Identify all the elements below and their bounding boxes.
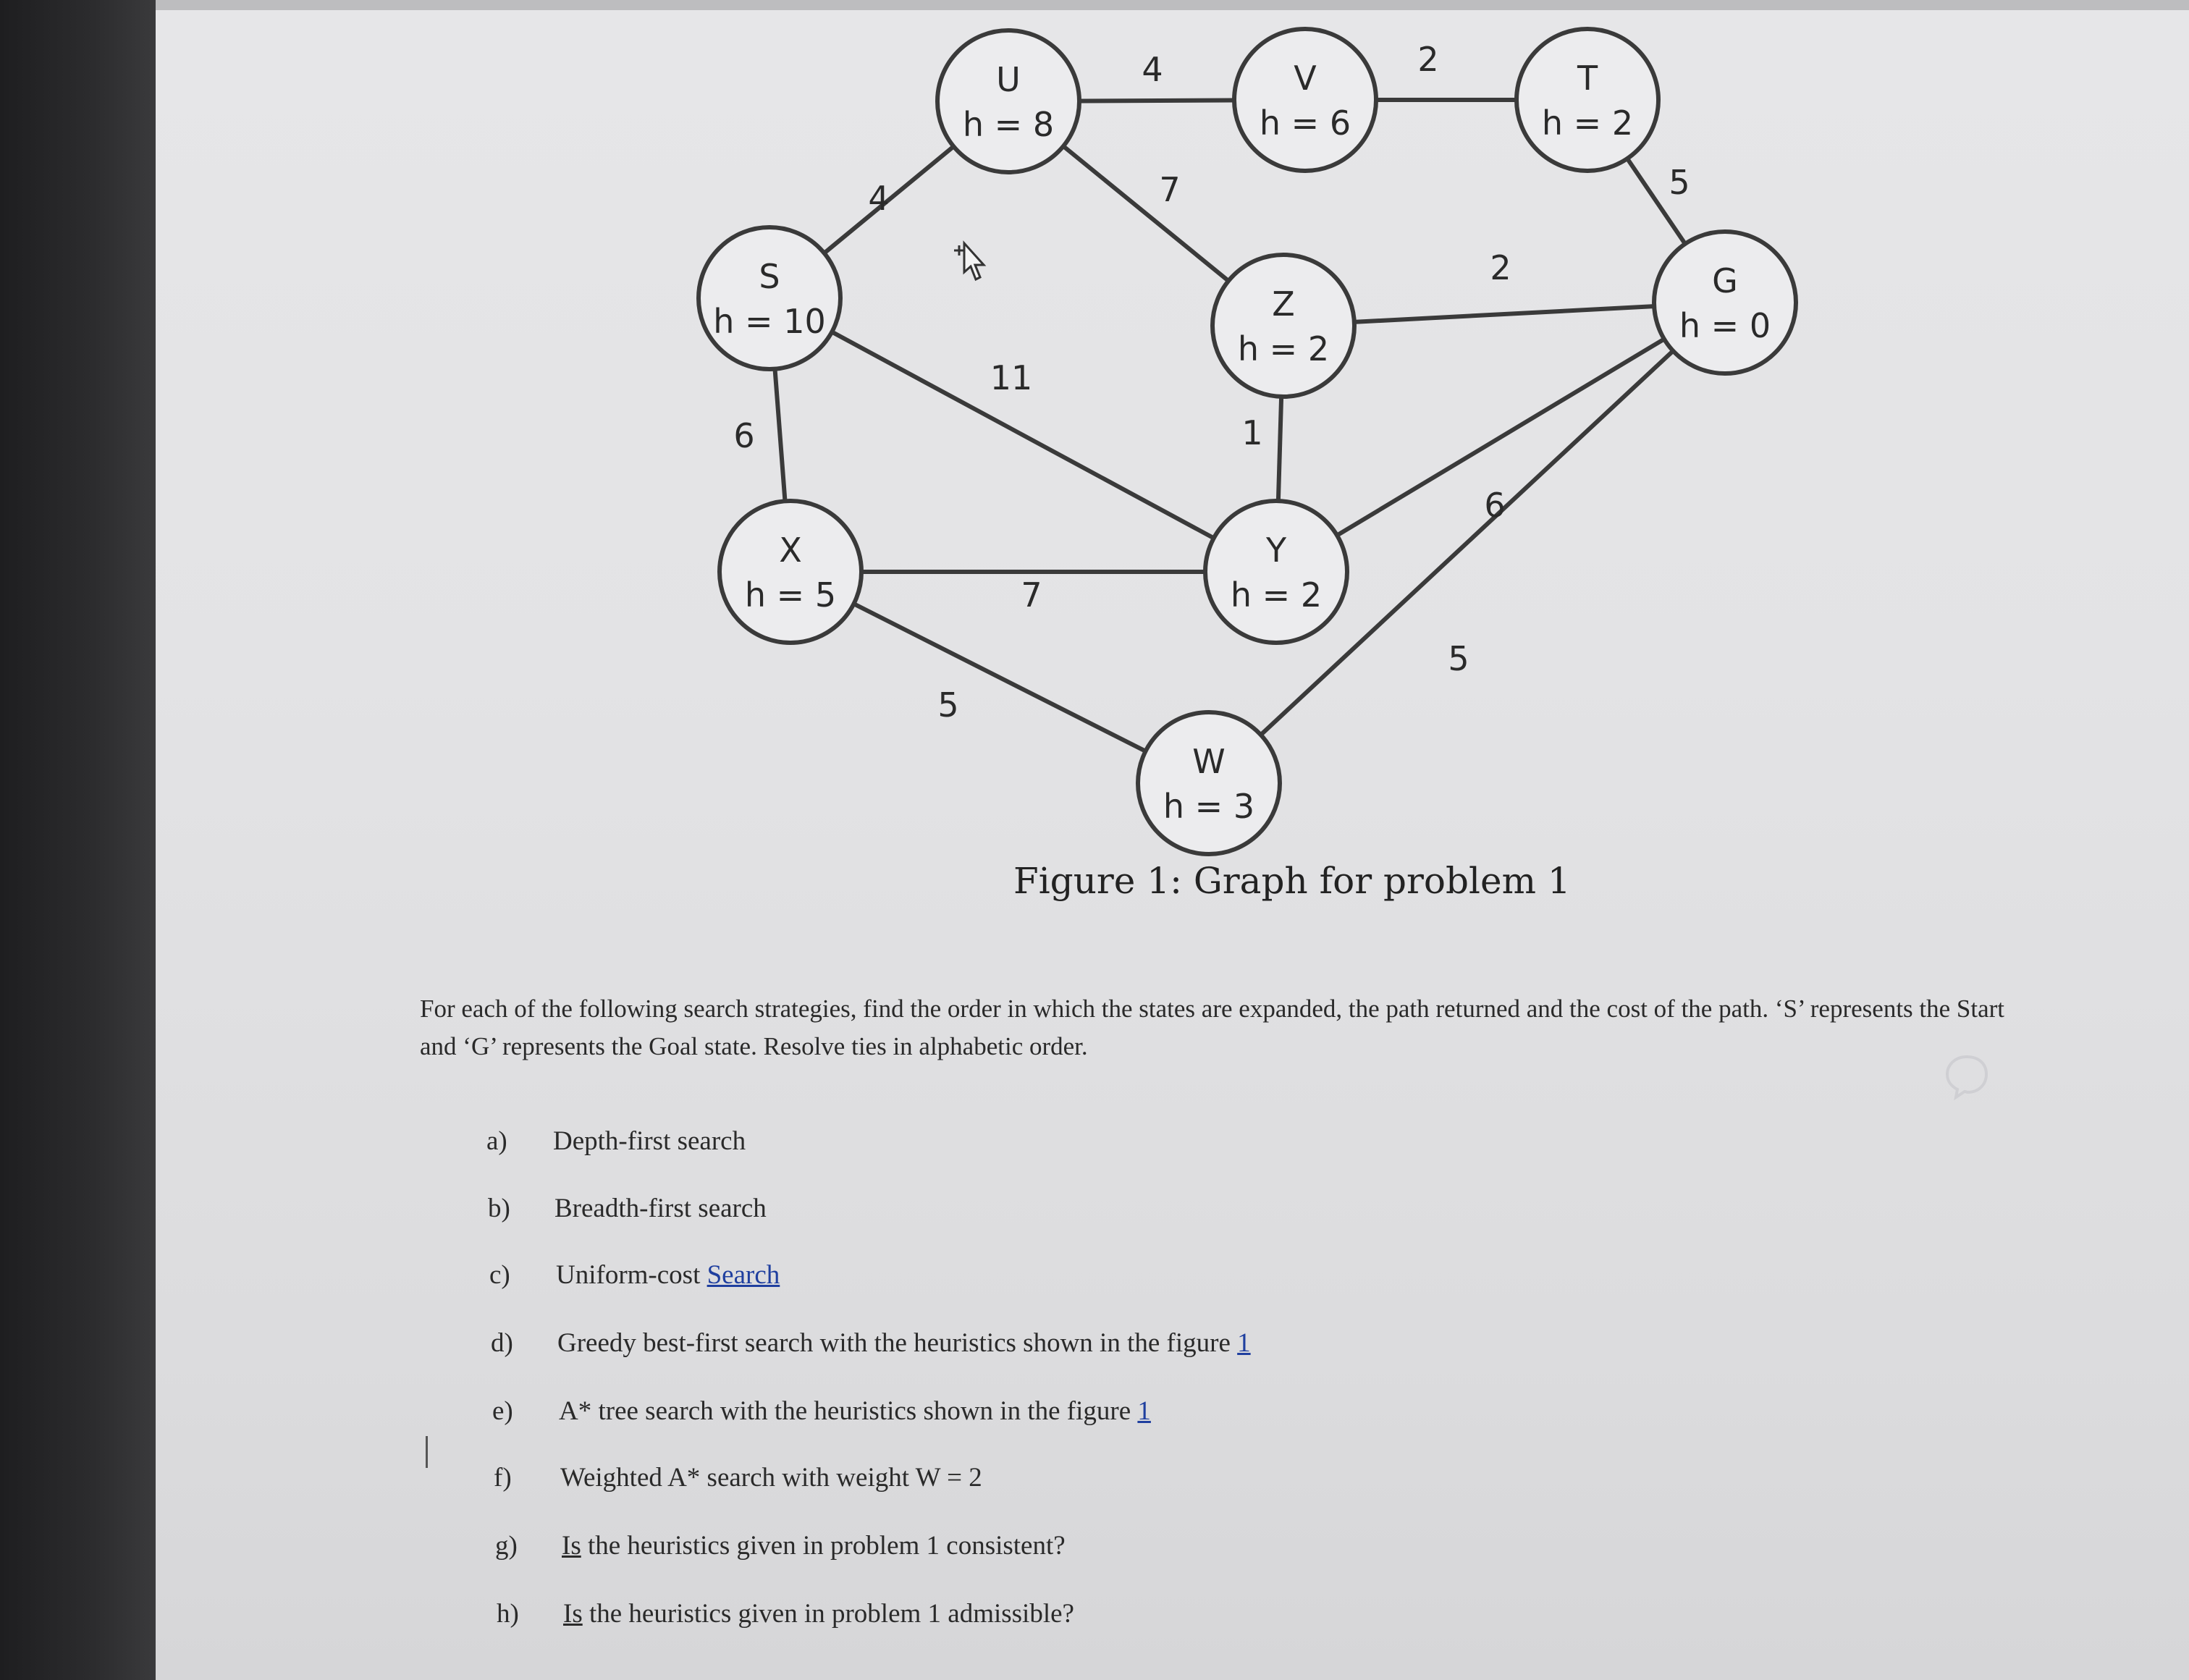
item-text-part: Uniform-cost bbox=[556, 1260, 707, 1290]
item-letter: a) bbox=[486, 1126, 507, 1156]
node-name: G bbox=[1712, 261, 1738, 300]
node-heuristic: h = 0 bbox=[1679, 306, 1771, 345]
search-graph: Uh = 8 Vh = 6 Th = 2 Sh = 10 Zh = 2 Gh = 0 Xh … bbox=[696, 27, 1798, 856]
page-top-edge bbox=[156, 0, 2189, 10]
edge-cost-s-y: 11 bbox=[990, 358, 1033, 397]
edge-cost-u-z: 7 bbox=[1159, 170, 1180, 209]
node-circle bbox=[1232, 27, 1378, 173]
problem-statement: For each of the following search strateg… bbox=[420, 995, 2005, 1060]
node-heuristic: h = 5 bbox=[745, 575, 836, 615]
speech-bubble-icon[interactable] bbox=[1941, 1051, 1992, 1102]
edge-z-g bbox=[1283, 300, 1726, 328]
node-name: X bbox=[779, 531, 802, 570]
edge-cost-s-u: 4 bbox=[868, 179, 889, 218]
node-circle bbox=[935, 28, 1081, 174]
node-t: Th = 2 bbox=[1514, 27, 1661, 173]
edge-cost-t-g: 5 bbox=[1669, 163, 1690, 202]
edge-x-w bbox=[789, 570, 1210, 785]
item-text: Is the heuristics given in problem 1 con… bbox=[562, 1530, 1066, 1561]
node-circle bbox=[1203, 499, 1349, 645]
edge-cost-s-x: 6 bbox=[733, 416, 754, 455]
edge-cost-y-g: 6 bbox=[1484, 486, 1505, 525]
graph-nodes: Uh = 8 Vh = 6 Th = 2 Sh = 10 Zh = 2 Gh = 0 Xh … bbox=[696, 27, 1798, 856]
edge-cost-u-v: 4 bbox=[1142, 50, 1163, 89]
item-text: Is the heuristics given in problem 1 adm… bbox=[563, 1598, 1074, 1629]
edge-w-g bbox=[1207, 300, 1727, 785]
item-text: Weighted A* search with weight W = 2 bbox=[560, 1463, 982, 1493]
node-circle bbox=[696, 225, 843, 371]
item-letter: e) bbox=[492, 1396, 513, 1426]
node-circle bbox=[1652, 229, 1798, 376]
node-heuristic: h = 10 bbox=[713, 302, 825, 341]
node-x: Xh = 5 bbox=[717, 499, 864, 645]
node-name: S bbox=[759, 257, 780, 296]
edge-cost-v-t: 2 bbox=[1417, 40, 1438, 79]
node-heuristic: h = 2 bbox=[1231, 575, 1322, 615]
text-caret bbox=[426, 1436, 428, 1468]
item-spellcheck-word: Is bbox=[563, 1599, 583, 1629]
edge-cost-x-y: 7 bbox=[1021, 575, 1042, 615]
item-text: Uniform-cost Search bbox=[556, 1259, 780, 1291]
item-text-part: the heuristics given in problem 1 admiss… bbox=[582, 1599, 1074, 1629]
figure-link[interactable]: 1 bbox=[1237, 1328, 1251, 1358]
node-name: V bbox=[1294, 59, 1317, 98]
item-text-part: the heuristics given in problem 1 consis… bbox=[581, 1531, 1066, 1561]
item-text: Greedy best-first search with the heuris… bbox=[557, 1327, 1251, 1359]
item-text: Breadth-first search bbox=[554, 1194, 767, 1223]
node-circle bbox=[1136, 710, 1282, 856]
edge-cost-z-g: 2 bbox=[1490, 248, 1511, 287]
node-name: U bbox=[996, 60, 1021, 99]
node-heuristic: h = 2 bbox=[1542, 104, 1633, 143]
edge-s-y bbox=[768, 296, 1278, 574]
edge-cost-w-g: 5 bbox=[1448, 639, 1469, 678]
edge-y-g bbox=[1275, 300, 1726, 574]
node-w: Wh = 3 bbox=[1136, 710, 1282, 856]
item-letter: f) bbox=[494, 1463, 512, 1493]
item-text-part: A* tree search with the heuristics shown… bbox=[559, 1396, 1138, 1426]
node-name: W bbox=[1192, 742, 1225, 781]
node-u: Uh = 8 bbox=[935, 28, 1081, 174]
node-g: Gh = 0 bbox=[1652, 229, 1798, 376]
item-letter: d) bbox=[491, 1328, 513, 1358]
item-text: Depth-first search bbox=[553, 1126, 746, 1156]
item-letter: h) bbox=[497, 1599, 519, 1629]
item-letter: b) bbox=[488, 1194, 510, 1223]
figure-caption: Figure 1: Graph for problem 1 bbox=[1013, 860, 1571, 902]
item-link[interactable]: Search bbox=[707, 1260, 780, 1290]
monitor-bezel bbox=[0, 0, 156, 1680]
node-circle bbox=[1514, 27, 1661, 173]
item-spellcheck-word: Is bbox=[562, 1531, 581, 1561]
edge-cost-z-y: 1 bbox=[1241, 413, 1262, 452]
node-name: Z bbox=[1272, 284, 1295, 324]
node-heuristic: h = 8 bbox=[963, 105, 1054, 144]
node-y: Yh = 2 bbox=[1203, 499, 1349, 645]
edge-cost-x-w: 5 bbox=[937, 685, 958, 725]
node-heuristic: h = 3 bbox=[1163, 787, 1254, 826]
node-v: Vh = 6 bbox=[1232, 27, 1378, 173]
item-letter: g) bbox=[495, 1531, 518, 1561]
node-heuristic: h = 2 bbox=[1238, 329, 1329, 368]
node-circle bbox=[1210, 253, 1357, 399]
node-circle bbox=[717, 499, 864, 645]
node-name: Y bbox=[1265, 531, 1287, 570]
item-text: A* tree search with the heuristics shown… bbox=[559, 1396, 1151, 1427]
node-z: Zh = 2 bbox=[1210, 253, 1357, 399]
item-letter: c) bbox=[489, 1260, 510, 1290]
node-name: T bbox=[1577, 59, 1598, 98]
node-s: Sh = 10 bbox=[696, 225, 843, 371]
move-cursor-icon bbox=[954, 240, 987, 282]
node-heuristic: h = 6 bbox=[1260, 104, 1351, 143]
item-text-part: Greedy best-first search with the heuris… bbox=[557, 1328, 1238, 1358]
figure-link[interactable]: 1 bbox=[1137, 1396, 1151, 1426]
